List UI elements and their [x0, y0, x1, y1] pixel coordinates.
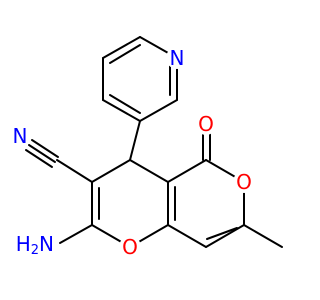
bond [139, 99, 178, 122]
bond [91, 159, 131, 183]
pyridine-ring [102, 36, 178, 122]
methyl-bond [243, 224, 283, 248]
bond [205, 224, 245, 248]
triple-bond [28, 144, 56, 163]
bond [129, 120, 141, 161]
amine-nitrogen: N [39, 232, 54, 256]
bond [59, 224, 93, 244]
amine-group-label: H2N [16, 232, 54, 258]
bond [56, 159, 93, 183]
double-bond-inner [206, 227, 238, 240]
bond [102, 36, 141, 59]
triple-bond [31, 139, 59, 158]
bond [167, 224, 207, 248]
bond [129, 159, 169, 183]
double-bond-inner [109, 94, 141, 114]
bond [167, 159, 207, 183]
pyridine-nitrogen-label: N [170, 46, 185, 70]
molecule-structure-diagram: N N O O O H2N [9, 36, 283, 259]
pyran-oxygen-label: O [122, 235, 138, 259]
carbonyl-oxygen-label: O [198, 112, 214, 136]
atom-label-backgrounds [9, 47, 255, 258]
double-bond-inner [109, 44, 141, 64]
amine-subscript: 2 [31, 243, 39, 258]
bond [102, 99, 141, 122]
pyranone-ring [167, 159, 245, 248]
amine-hydrogen: H [16, 232, 31, 256]
pyran-ring [91, 159, 169, 248]
nitrile-nitrogen-label: N [13, 124, 28, 148]
triple-bond [25, 149, 53, 168]
lactone-oxygen-label: O [236, 170, 252, 194]
